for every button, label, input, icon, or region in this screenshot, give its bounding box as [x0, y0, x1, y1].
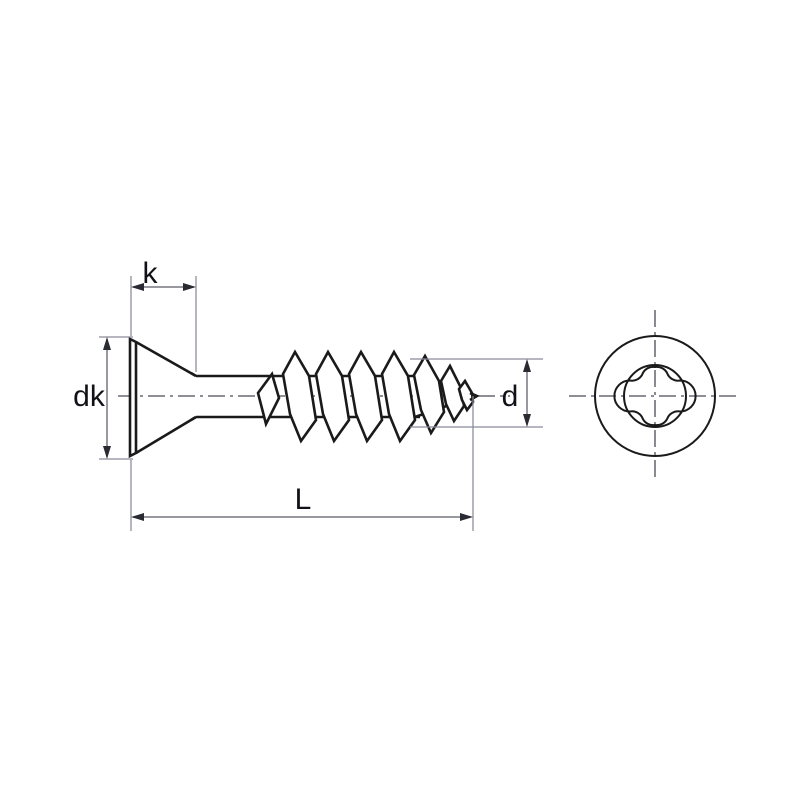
side-view-group: [118, 336, 510, 459]
head-flat-rim: [128, 336, 138, 459]
thread-flank-start: [256, 371, 281, 428]
dim-k-label: k: [143, 257, 159, 290]
screw-head: [128, 336, 197, 459]
head-end-view-group: [569, 310, 741, 482]
head-shank-fillet-top: [190, 371, 197, 378]
thread-crest-4: [380, 349, 417, 444]
dim-d-arrow-bottom: [523, 414, 531, 427]
torx-star-recess: [613, 365, 697, 427]
thread-crest-2: [314, 349, 351, 444]
dimension-dk: dk: [73, 336, 133, 460]
dimension-k: k: [130, 257, 197, 372]
thread-crest-3: [347, 349, 384, 444]
dim-L-arrow-right: [460, 513, 473, 521]
head-outer-circle: [594, 335, 716, 457]
dim-d-arrow-top: [523, 359, 531, 372]
screw-point: [412, 353, 480, 436]
dim-L-label: L: [295, 483, 312, 516]
dim-k-arrow-right: [183, 283, 196, 291]
head-shank-fillet-bottom: [190, 415, 197, 422]
thread-crest-5: [412, 353, 446, 436]
head-recess-circle: [623, 364, 687, 428]
dim-dk-label: dk: [73, 380, 106, 413]
screw-thread: [256, 349, 480, 444]
head-cone-bottom-edge: [135, 415, 197, 455]
dim-L-arrow-left: [131, 513, 144, 521]
dimension-d: d: [410, 358, 543, 428]
screw-shank: [196, 374, 262, 419]
dim-k-arrow-left: [131, 283, 144, 291]
point-apex: [469, 391, 480, 402]
dim-d-label: d: [502, 380, 519, 413]
thread-crest-1: [281, 349, 318, 444]
dimension-L: L: [130, 396, 474, 531]
dim-dk-arrow-top: [103, 337, 111, 350]
head-cone-top-edge: [135, 340, 197, 378]
dim-dk-arrow-bottom: [103, 446, 111, 459]
